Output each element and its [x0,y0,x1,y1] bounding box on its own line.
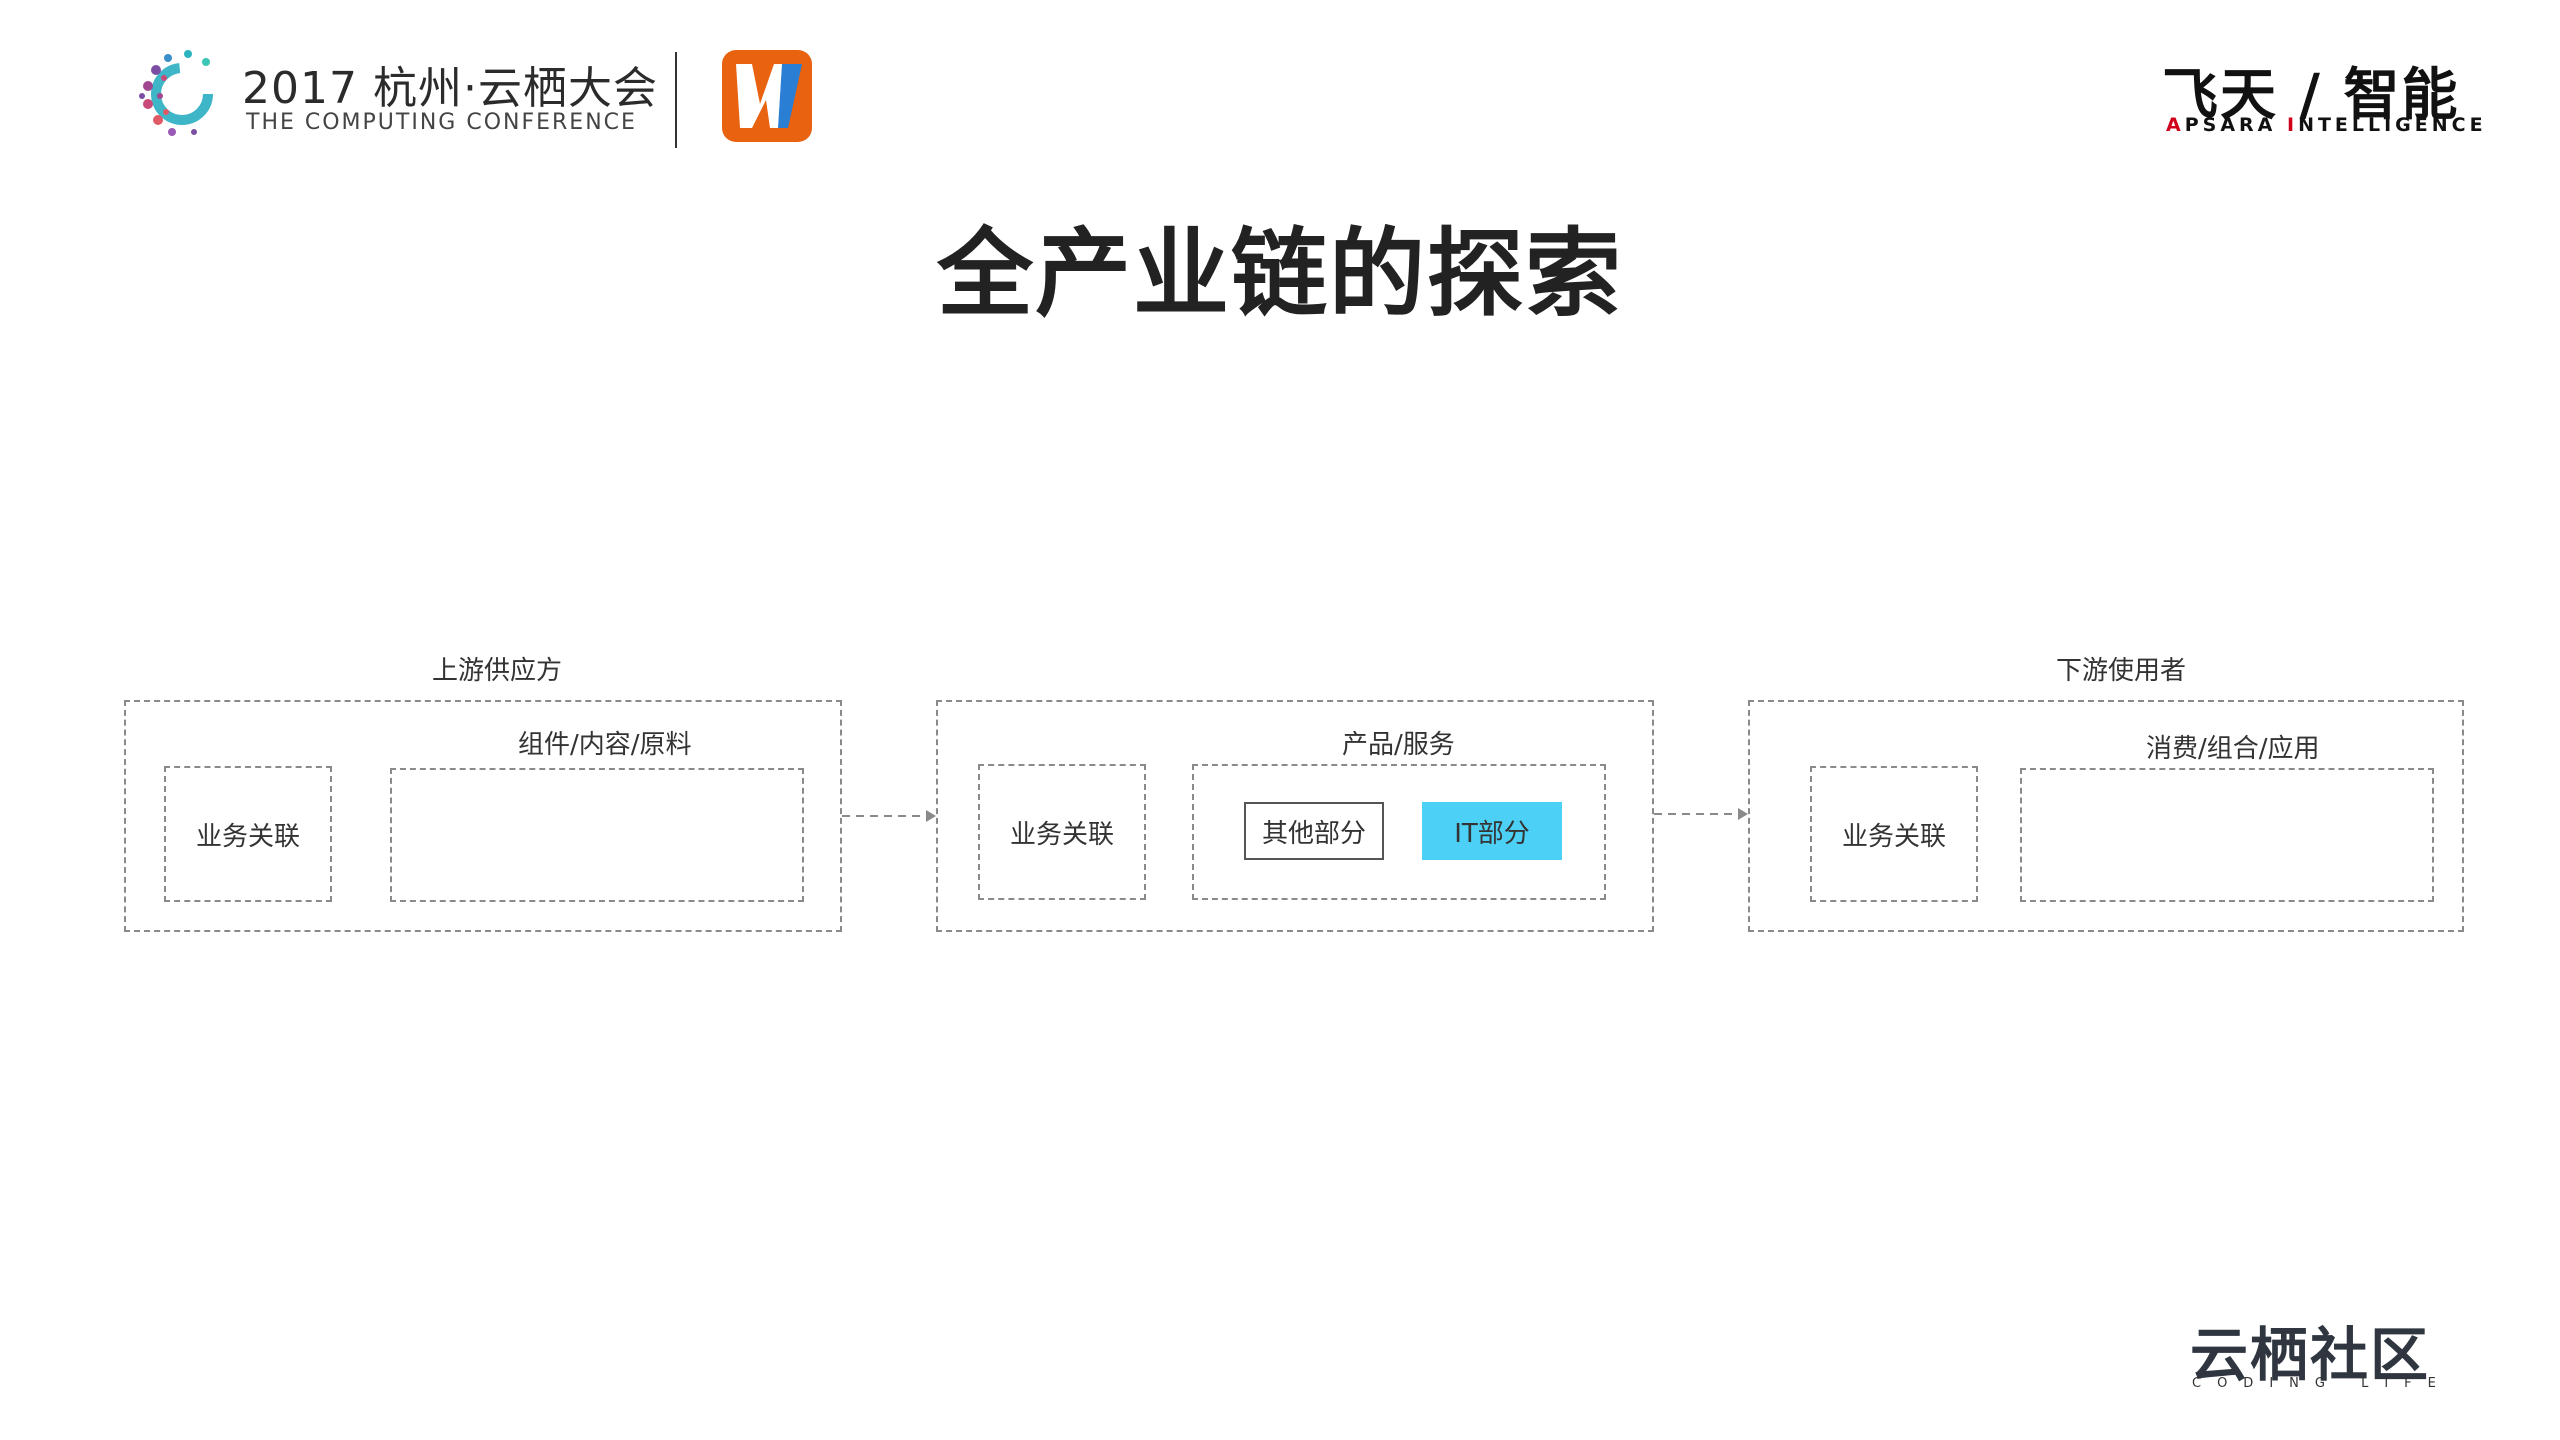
midstream-business-box: 业务关联 [978,764,1146,900]
it-part-box: IT部分 [1422,802,1562,860]
yunqi-community-subtitle: CODING LIFE [2192,1376,2452,1391]
upstream-container [124,700,842,932]
downstream-business-label: 业务关联 [1841,821,1946,852]
w-logo-icon [722,50,812,142]
downstream-title: 下游使用者 [2056,656,2187,686]
midstream-business-label: 业务关联 [1009,819,1114,850]
upstream-business-box: 业务关联 [164,766,332,902]
header-divider [675,52,677,148]
page-title: 全产业链的探索 [937,218,1623,330]
midstream-inner-title: 产品/服务 [1342,730,1455,760]
arrow-midstream-to-downstream [1654,802,1750,830]
arrow-upstream-to-midstream [842,804,938,832]
downstream-inner-box [2020,768,2434,902]
upstream-inner-title: 组件/内容/原料 [518,730,692,760]
conference-subtitle: THE COMPUTING CONFERENCE [246,110,637,135]
upstream-business-label: 业务关联 [195,821,300,852]
midstream-container [936,700,1654,932]
it-part-label: IT部分 [1454,818,1530,849]
downstream-inner-title: 消费/组合/应用 [2146,734,2320,764]
other-part-box: 其他部分 [1244,802,1384,860]
upstream-inner-box [390,768,804,902]
downstream-business-box: 业务关联 [1810,766,1978,902]
upstream-title: 上游供应方 [432,656,563,686]
other-part-label: 其他部分 [1261,818,1366,849]
midstream-inner-box [1192,764,1606,900]
apsara-brand-logo: 飞天 / 智能 [2162,63,2460,128]
yunqi-community-logo: 云栖社区 [2190,1321,2431,1389]
conference-logo-icon [138,48,226,140]
apsara-brand-subtitle: APSARA INTELLIGENCE [2166,114,2487,136]
conference-title: 2017 杭州·云栖大会 [242,63,658,114]
downstream-container [1748,700,2464,932]
